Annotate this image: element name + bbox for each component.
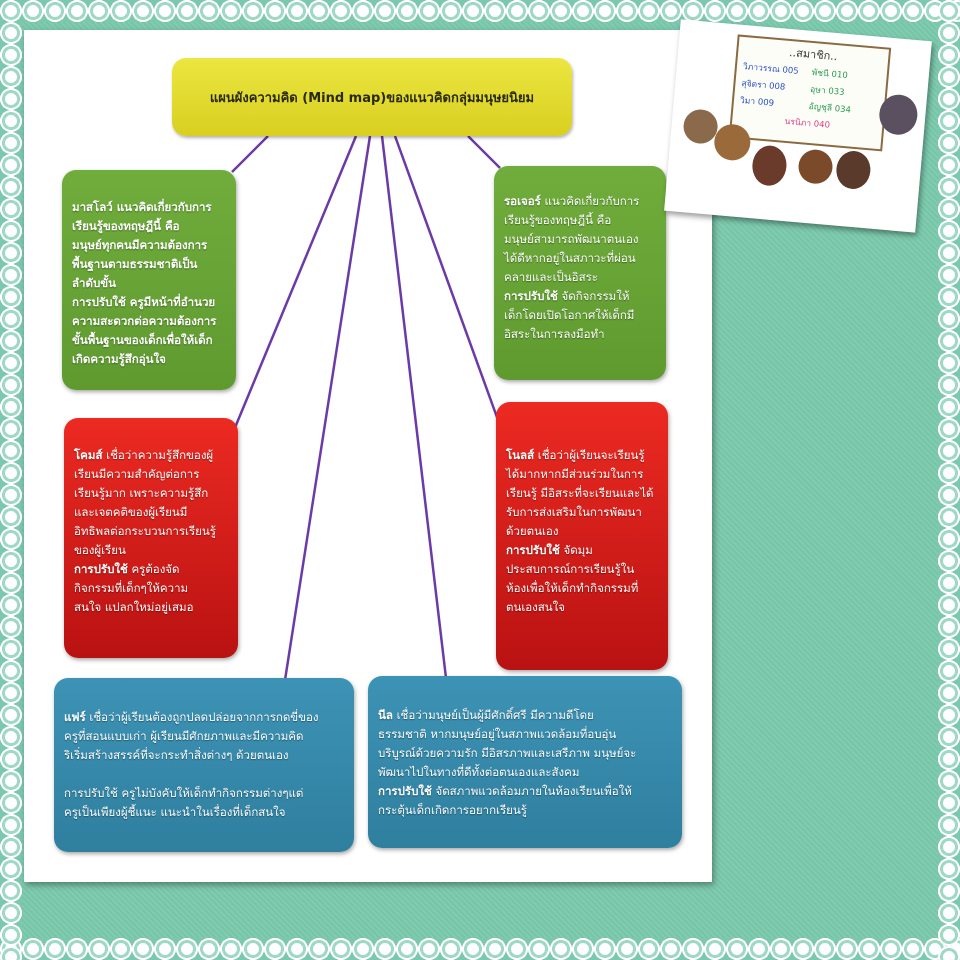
scalloped-border-top — [0, 0, 960, 22]
members-photo: ..สมาชิก.. วิภาวรรณ 005 พัชนี 010 สุจิตร… — [664, 19, 932, 233]
theorist-name: นีล — [378, 708, 393, 722]
theorist-name: โนลส์ — [506, 448, 535, 462]
connector-maslow — [231, 135, 269, 173]
apply-text: จัดสภาพแวดล้อมภายในห้องเรียนเพื่อให้ กระ… — [378, 784, 632, 817]
box-neill: นีล เชื่อว่ามนุษย์เป็นผู้มีศักดิ์ศรี มีค… — [368, 676, 682, 848]
theorist-name: แฟร์ — [64, 710, 86, 724]
theorist-name: มาสโลว์ — [72, 200, 113, 214]
mind-map-title: แผนผังความคิด (Mind map)ของแนวคิดกลุ่มมน… — [172, 58, 572, 136]
child-illustration — [834, 149, 872, 191]
box-text: เชื่อว่าผู้เรียนต้องถูกปลดปล่อยจากการกดข… — [64, 710, 319, 819]
theorist-name: รอเจอร์ — [504, 194, 541, 208]
box-rogers: รอเจอร์ แนวคิดเกี่ยวกับการ เรียนรู้ของทฤ… — [494, 166, 666, 380]
child-illustration — [750, 144, 789, 188]
scalloped-border-right — [938, 0, 960, 960]
apply-text: จัดมุม ประสบการณ์การเรียนรู้ใน ห้องเพื่อ… — [506, 543, 639, 614]
box-text: แนวคิดเกี่ยวกับการ เรียนรู้ของทฤษฎีนี้ ค… — [504, 194, 640, 284]
box-fair: แฟร์ เชื่อว่าผู้เรียนต้องถูกปลดปล่อยจากก… — [54, 678, 354, 852]
connector-fair — [283, 135, 372, 681]
box-text: เชื่อว่าผู้เรียนจะเรียนรู้ ได้มากหากมีส่… — [506, 448, 654, 538]
connector-neill — [380, 135, 448, 679]
connector-knowles — [393, 135, 500, 421]
box-text: เชื่อว่าความรู้สึกของผู้ เรียนมีความสำคั… — [74, 448, 216, 557]
apply-text: ครูต้องจัด กิจกรรมที่เด็กๆให้ความ สนใจ แ… — [74, 562, 194, 614]
box-text: แนวคิดเกี่ยวกับการ เรียนรู้ของทฤษฎีนี้ ค… — [72, 200, 217, 366]
connector-combs — [232, 135, 358, 431]
apply-label: การปรับใช้ — [506, 543, 560, 557]
apply-text: จัดกิจกรรมให้ เด็กโดยเปิดโอกาศให้เด็กมี … — [504, 289, 635, 341]
scalloped-border-bottom — [0, 938, 960, 960]
child-illustration — [797, 148, 834, 186]
member-list: วิภาวรรณ 005 พัชนี 010 สุจิตรา 008 อุษา … — [732, 56, 887, 138]
box-maslow: มาสโลว์ แนวคิดเกี่ยวกับการ เรียนรู้ของทฤ… — [62, 170, 236, 390]
box-text: เชื่อว่ามนุษย์เป็นผู้มีศักดิ์ศรี มีความด… — [378, 708, 637, 779]
connector-rogers — [467, 135, 501, 169]
apply-label: การปรับใช้ — [74, 562, 128, 576]
apply-label: การปรับใช้ — [378, 784, 432, 798]
whiteboard: ..สมาชิก.. วิภาวรรณ 005 พัชนี 010 สุจิตร… — [728, 34, 892, 152]
box-combs: โคมส์ เชื่อว่าความรู้สึกของผู้ เรียนมีคว… — [64, 418, 238, 658]
scalloped-border-left — [0, 0, 22, 960]
apply-label: การปรับใช้ — [504, 289, 558, 303]
box-knowles: โนลส์ เชื่อว่าผู้เรียนจะเรียนรู้ ได้มากห… — [496, 402, 668, 670]
theorist-name: โคมส์ — [74, 448, 103, 462]
